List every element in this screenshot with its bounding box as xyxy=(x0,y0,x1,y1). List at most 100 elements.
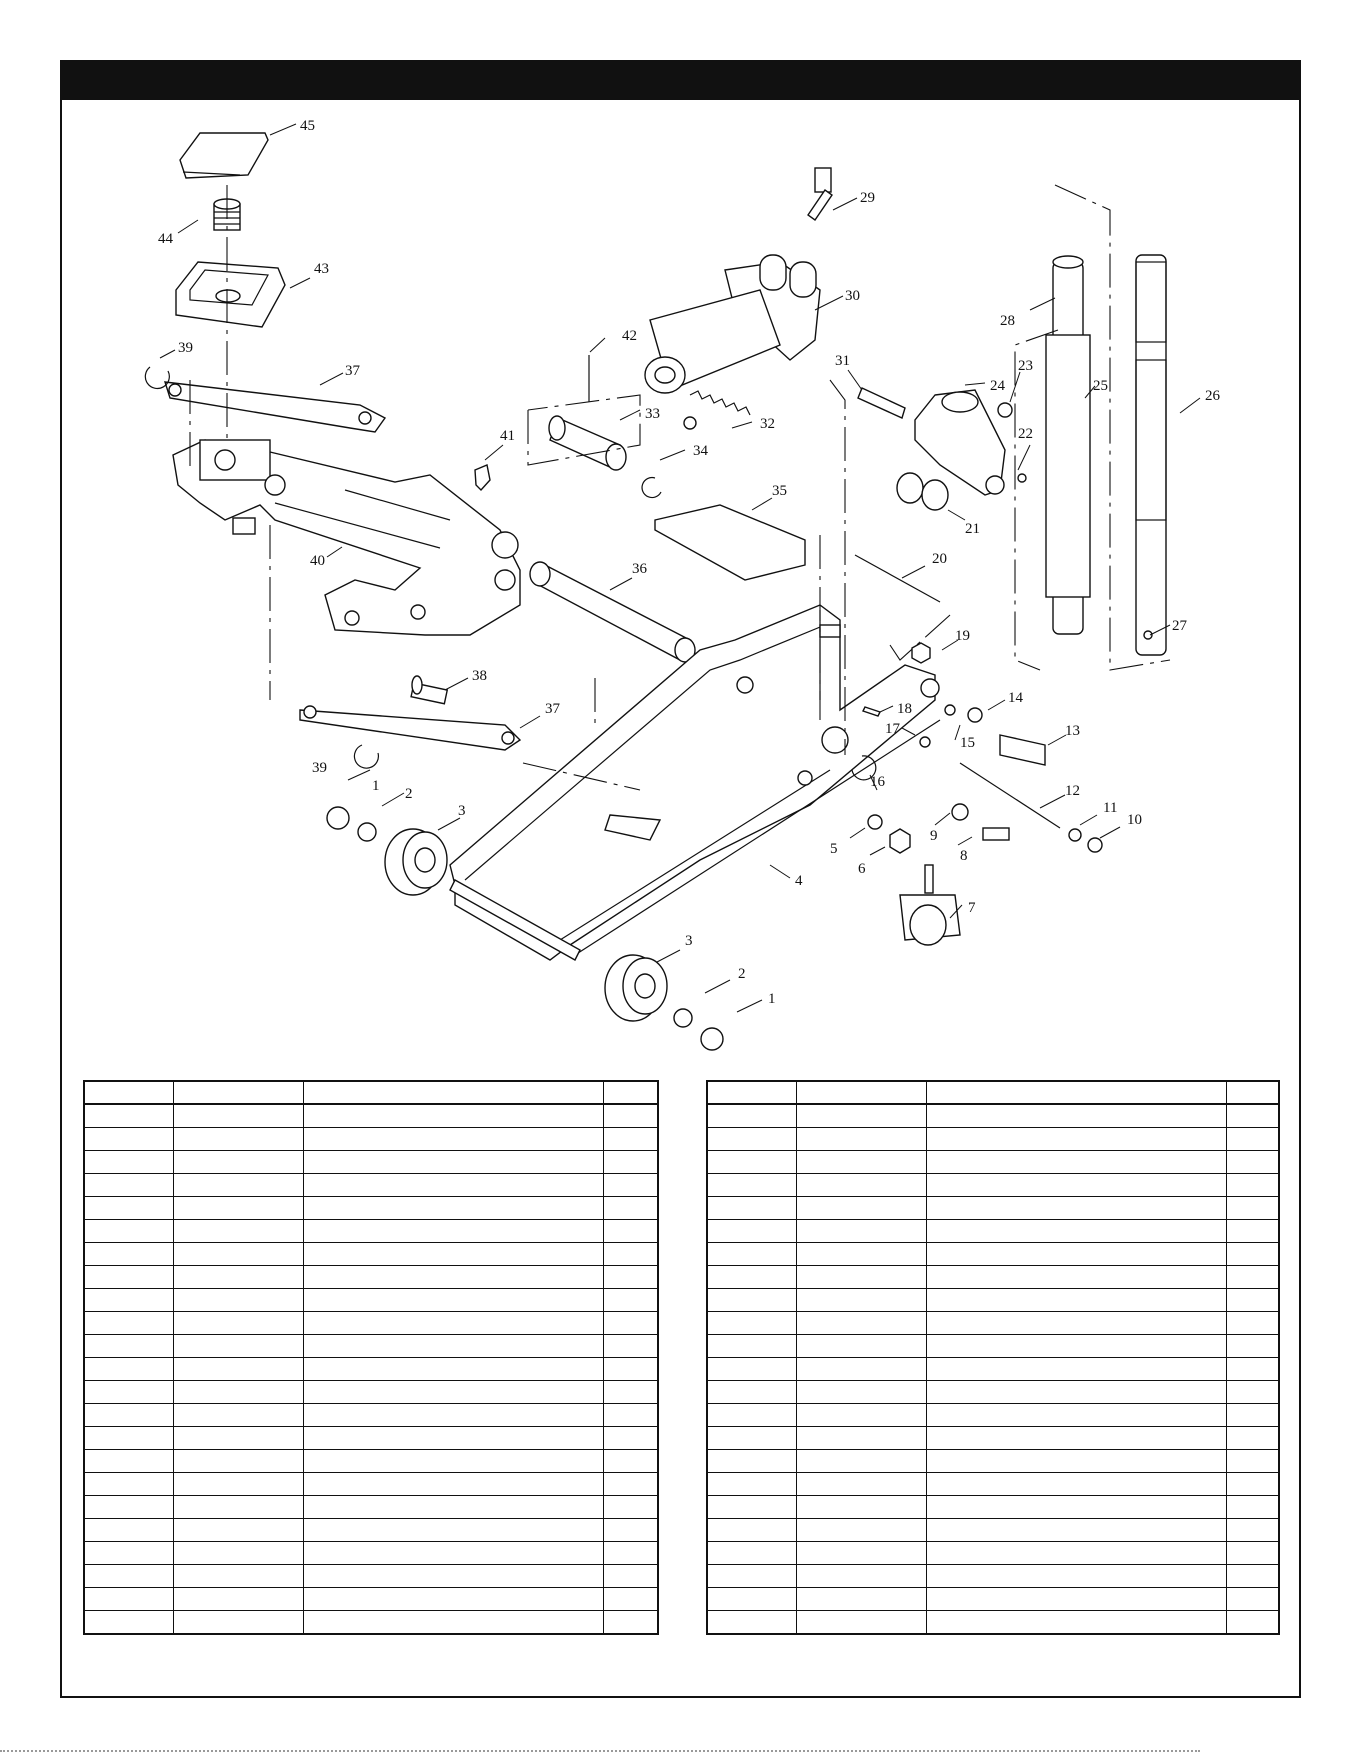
callout-16: 16 xyxy=(870,774,886,790)
column-header xyxy=(602,1080,659,1105)
table-row xyxy=(706,1311,1280,1335)
nut-15 xyxy=(944,704,956,716)
table-cell xyxy=(706,1196,797,1220)
table-row xyxy=(706,1150,1280,1174)
table-cell xyxy=(172,1196,304,1220)
table-cell xyxy=(1225,1103,1280,1128)
lower-link-bar xyxy=(299,705,522,751)
release-valve xyxy=(807,167,833,221)
table-cell xyxy=(602,1426,659,1450)
table-cell xyxy=(795,1150,927,1174)
table-cell xyxy=(795,1265,927,1289)
pump-unit xyxy=(644,254,821,394)
table-cell xyxy=(302,1380,604,1404)
table-cell xyxy=(172,1403,304,1427)
table-cell xyxy=(302,1103,604,1128)
callout-44: 44 xyxy=(158,231,174,247)
table-cell xyxy=(302,1288,604,1312)
pump-piston xyxy=(548,415,627,471)
table-cell xyxy=(706,1403,797,1427)
spring-32 xyxy=(689,390,751,416)
table-cell xyxy=(83,1219,174,1243)
table-cell xyxy=(706,1288,797,1312)
table-row xyxy=(706,1472,1280,1496)
callout-17: 17 xyxy=(885,721,901,737)
table-row xyxy=(83,1242,659,1266)
callout-2-left: 2 xyxy=(405,786,413,802)
callout-14: 14 xyxy=(1008,690,1024,706)
table-cell xyxy=(795,1403,927,1427)
table-cell xyxy=(706,1219,797,1243)
callout-32: 32 xyxy=(760,416,775,432)
table-cell xyxy=(83,1449,174,1473)
table-cell xyxy=(172,1265,304,1289)
handle-socket xyxy=(914,389,1006,496)
table-cell xyxy=(172,1242,304,1266)
table-cell xyxy=(302,1357,604,1381)
callout-36: 36 xyxy=(632,561,648,577)
table-cell xyxy=(302,1265,604,1289)
table-cell xyxy=(83,1587,174,1611)
table-cell xyxy=(83,1288,174,1312)
table-cell xyxy=(172,1380,304,1404)
table-cell xyxy=(795,1311,927,1335)
table-row xyxy=(706,1357,1280,1381)
washer-14 xyxy=(967,707,983,723)
bolt-13 xyxy=(999,734,1046,766)
table-row xyxy=(83,1403,659,1427)
handle-grip-26 xyxy=(1135,254,1167,656)
table-row xyxy=(83,1472,659,1496)
table-row xyxy=(706,1288,1280,1312)
callout-1-right: 1 xyxy=(768,991,776,1007)
callout-39-lower: 39 xyxy=(312,760,327,776)
pin-31 xyxy=(857,387,906,419)
table-cell xyxy=(795,1472,927,1496)
table-cell xyxy=(83,1495,174,1519)
callout-5: 5 xyxy=(830,841,838,857)
washer-5 xyxy=(867,814,883,830)
table-cell xyxy=(925,1334,1227,1358)
table-cell xyxy=(1225,1518,1280,1542)
table-cell xyxy=(925,1242,1227,1266)
table-cell xyxy=(602,1610,659,1635)
table-cell xyxy=(1225,1127,1280,1151)
table-row xyxy=(83,1173,659,1197)
table-cell xyxy=(706,1610,797,1635)
table-cell xyxy=(1225,1587,1280,1611)
callout-11: 11 xyxy=(1103,800,1117,816)
table-cell xyxy=(83,1334,174,1358)
table-row xyxy=(706,1541,1280,1565)
assembly-lines xyxy=(189,184,1171,791)
table-cell xyxy=(706,1150,797,1174)
upper-link-bar xyxy=(164,381,387,433)
callout-42: 42 xyxy=(622,328,637,344)
table-row xyxy=(83,1449,659,1473)
table-cell xyxy=(795,1288,927,1312)
pin-36 xyxy=(529,561,696,663)
table-cell xyxy=(925,1587,1227,1611)
table-cell xyxy=(83,1472,174,1496)
callout-numbers: 45 44 43 39 37 41 40 38 37 39 1 2 3 42 3… xyxy=(158,118,1221,1007)
table-row xyxy=(706,1265,1280,1289)
table-row xyxy=(706,1403,1280,1427)
column-header xyxy=(172,1080,304,1105)
table-cell xyxy=(83,1196,174,1220)
table-cell xyxy=(795,1127,927,1151)
table-row xyxy=(83,1150,659,1174)
table-cell xyxy=(302,1150,604,1174)
table-row xyxy=(706,1334,1280,1358)
table-cell xyxy=(83,1150,174,1174)
table-cell xyxy=(172,1288,304,1312)
table-cell xyxy=(602,1265,659,1289)
table-header-row xyxy=(706,1080,1280,1105)
handle-tube-25 xyxy=(1045,255,1091,635)
table-cell xyxy=(925,1564,1227,1588)
table-cell xyxy=(83,1173,174,1197)
table-row xyxy=(706,1127,1280,1151)
table-cell xyxy=(795,1610,927,1635)
table-cell xyxy=(795,1495,927,1519)
rod-20 xyxy=(854,554,941,603)
table-cell xyxy=(1225,1357,1280,1381)
table-row xyxy=(706,1610,1280,1635)
table-cell xyxy=(602,1311,659,1335)
